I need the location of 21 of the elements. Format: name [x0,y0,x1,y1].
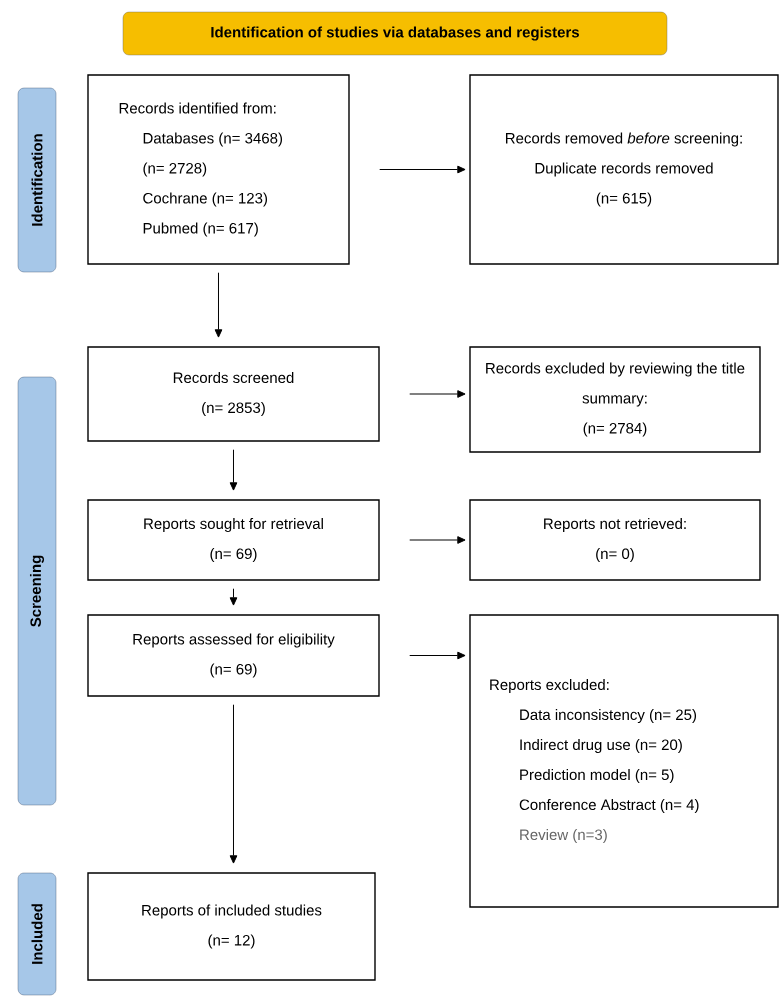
arrow [409,390,466,398]
arrow [229,449,238,491]
process-box: Reports sought for retrieval (n= 69) [87,499,380,581]
arrow [379,165,466,174]
arrow [229,588,238,606]
process-box: Records identified from: Databases (n= 3468) (n= 2728) Cochrane (n= 123) Pubmed (n= 617) [87,74,350,265]
process-box: Reports not retrieved: (n= 0) [469,499,761,581]
arrow [229,704,238,864]
process-box: Records screened (n= 2853) [87,346,380,442]
arrow [409,536,466,544]
stage-band: Identification [17,87,57,273]
heading-banner: Identification of studies via databases and registers [122,11,668,56]
arrow [409,651,466,660]
process-box: Records removed before screening: Duplicate records removed (n= 615) [469,74,779,265]
process-box: Reports assessed for eligibility (n= 69) [87,614,380,697]
stage-band: Included [17,872,57,996]
process-box: Records excluded by reviewing the title summary: (n= 2784) [469,346,761,453]
process-box: Reports excluded: Data inconsistency (n= 25) Indirect drug use (n= 20) Prediction model (n= 5) Conference Abstract (n= 4) Review (n=3) [469,614,779,908]
stage-band: Screening [17,376,57,806]
process-box: Reports of included studies (n= 12) [87,872,376,981]
arrow [214,272,223,338]
